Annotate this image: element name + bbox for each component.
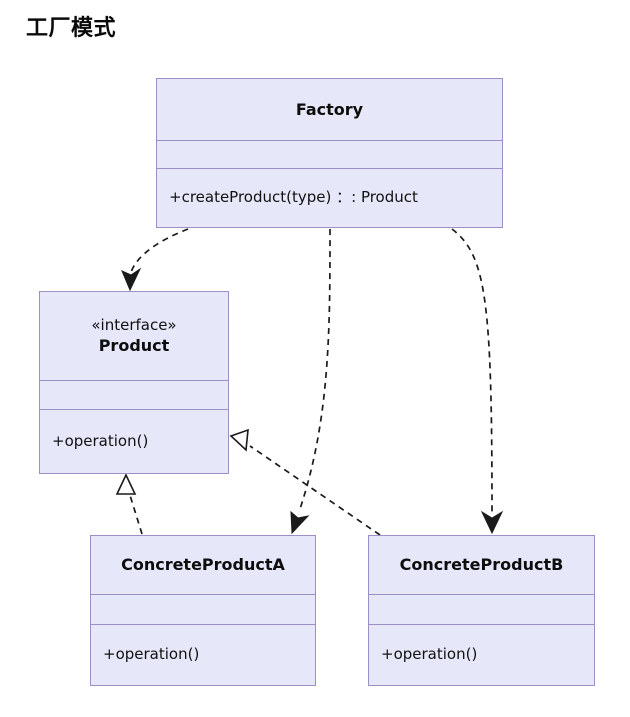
class-method-product-0: +operation() bbox=[52, 431, 149, 450]
connector-factory-uses-product bbox=[121, 228, 189, 292]
class-attributes-concrete-product-a bbox=[91, 594, 315, 624]
class-attributes-concrete-product-b bbox=[369, 594, 594, 624]
class-methods-concrete-product-a: +operation() bbox=[91, 624, 315, 685]
class-methods-concrete-product-b: +operation() bbox=[369, 624, 594, 685]
class-methods-product: +operation() bbox=[40, 408, 228, 473]
class-header-concrete-product-a: ConcreteProductA bbox=[91, 536, 315, 594]
class-box-concrete-product-a[interactable]: ConcreteProductA +operation() bbox=[90, 535, 316, 686]
class-header-concrete-product-b: ConcreteProductB bbox=[369, 536, 594, 594]
class-method-concrete-product-a-0: +operation() bbox=[103, 645, 200, 664]
connector-concrete-b-realizes-product bbox=[229, 428, 381, 536]
class-method-concrete-product-b-0: +operation() bbox=[381, 645, 478, 664]
class-attributes-product bbox=[40, 380, 228, 409]
connector-concrete-a-realizes-product bbox=[115, 473, 143, 535]
class-method-factory-0: +createProduct(type) ：: Product bbox=[169, 188, 418, 207]
class-attributes-factory bbox=[157, 140, 502, 168]
class-box-product[interactable]: «interface» Product +operation() bbox=[39, 291, 229, 474]
class-methods-factory: +createProduct(type) ：: Product bbox=[157, 168, 502, 227]
class-header-product: «interface» Product bbox=[40, 292, 228, 380]
class-box-factory[interactable]: Factory +createProduct(type) ：: Product bbox=[156, 78, 503, 228]
class-name-concrete-product-a: ConcreteProductA bbox=[121, 555, 285, 574]
class-name-factory: Factory bbox=[295, 99, 364, 119]
page-title: 工厂模式 bbox=[26, 16, 117, 41]
class-box-concrete-product-b[interactable]: ConcreteProductB +operation() bbox=[368, 535, 595, 686]
class-stereotype-product: «interface» bbox=[91, 316, 177, 335]
connector-factory-creates-concrete-b bbox=[451, 228, 504, 535]
connector-factory-creates-concrete-a bbox=[290, 228, 331, 535]
class-header-factory: Factory bbox=[157, 79, 502, 140]
class-name-concrete-product-b: ConcreteProductB bbox=[399, 555, 564, 574]
class-name-product: Product bbox=[98, 335, 170, 355]
